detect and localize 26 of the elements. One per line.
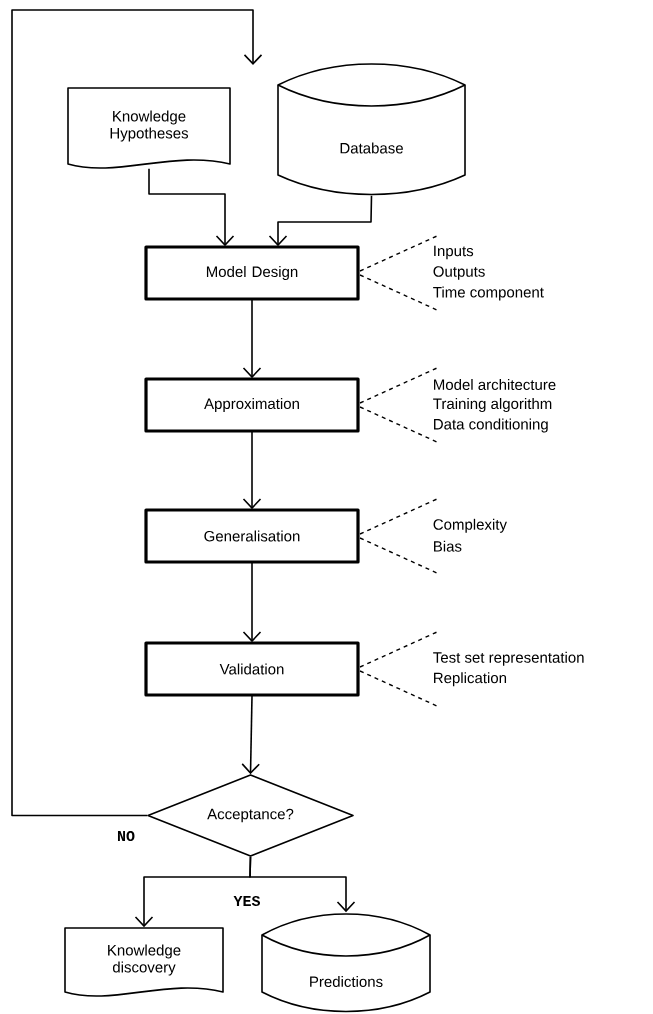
annotation-text: Data conditioning <box>434 418 548 433</box>
database-cylinder: Database <box>277 63 466 196</box>
edge-label: YES <box>232 894 262 908</box>
arrow <box>241 695 260 775</box>
annotation-text: Model architecture <box>434 379 556 390</box>
process-box: Model Design <box>144 245 360 301</box>
arrow <box>249 856 356 913</box>
process-box: Validation <box>144 641 360 697</box>
annotation-text: Complexity <box>433 518 507 533</box>
arrow <box>11 9 263 817</box>
process-box: Generalisation <box>144 508 360 564</box>
annotation-text: Bias <box>434 540 462 552</box>
annotation-text: Replication <box>434 672 507 687</box>
process-box: Approximation <box>144 377 360 433</box>
arrow <box>268 195 373 247</box>
arrow <box>242 299 262 379</box>
arrow <box>242 431 262 510</box>
database-cylinder: Predictions <box>261 913 431 1013</box>
arrow <box>148 168 235 247</box>
annotation-text: Test set representation <box>433 651 584 666</box>
annotation-text: Inputs <box>434 245 474 260</box>
arrow <box>242 562 262 643</box>
annotation-text: Time component <box>433 286 544 301</box>
annotation-text: Outputs <box>433 266 485 280</box>
annotation-text: Training algorithm <box>433 398 552 412</box>
edge-label: NO <box>116 829 136 843</box>
